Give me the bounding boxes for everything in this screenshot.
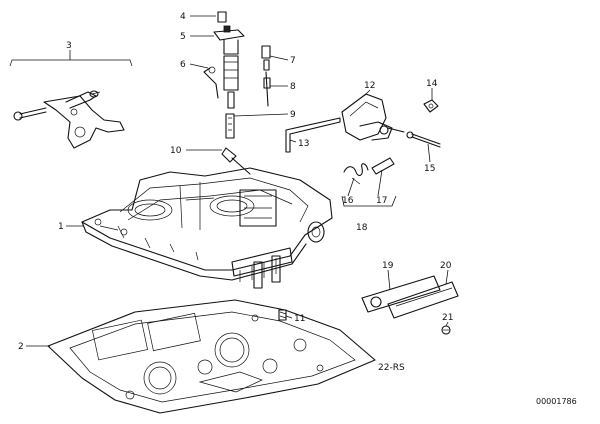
callout-5: 5 <box>180 32 186 42</box>
pipe-13 <box>285 117 341 153</box>
callout-2: 2 <box>18 342 24 352</box>
callout-1: 1 <box>58 222 64 232</box>
callout-20: 20 <box>440 261 452 271</box>
callout-12: 12 <box>364 81 375 91</box>
callout-13: 13 <box>298 139 309 149</box>
callout-15: 15 <box>424 164 435 174</box>
accelerator-plunger <box>221 147 251 175</box>
plate-19-20 <box>361 275 459 319</box>
screw-21 <box>441 325 451 335</box>
reference-label: 22-RS <box>378 363 405 373</box>
callout-8: 8 <box>290 82 296 92</box>
nut-14 <box>423 99 439 113</box>
callout-4: 4 <box>180 12 186 22</box>
callout-19: 19 <box>382 261 394 271</box>
screw-11 <box>278 309 287 321</box>
vacuum-diaphragm <box>341 93 405 141</box>
callout-21: 21 <box>442 313 453 323</box>
callout-18: 18 <box>356 223 368 233</box>
document-id: 00001786 <box>536 397 577 406</box>
callout-11: 11 <box>294 314 305 324</box>
callout-10: 10 <box>170 146 182 156</box>
linkage-bracket <box>9 59 133 149</box>
choke-stack <box>203 11 271 139</box>
base-gasket <box>47 299 376 414</box>
callout-7: 7 <box>290 56 296 66</box>
leader-lines <box>26 15 449 347</box>
callout-3: 3 <box>66 41 72 51</box>
spring-16-17 <box>343 157 395 185</box>
callout-labels: 1 2 3 4 5 6 7 8 9 10 11 12 13 14 15 16 1… <box>18 12 577 406</box>
callout-6: 6 <box>180 60 186 70</box>
callout-14: 14 <box>426 79 438 89</box>
carburetor-body <box>81 167 333 289</box>
callout-17: 17 <box>376 196 387 206</box>
callout-9: 9 <box>290 110 296 120</box>
callout-16: 16 <box>342 196 354 206</box>
rod-15 <box>406 131 441 148</box>
